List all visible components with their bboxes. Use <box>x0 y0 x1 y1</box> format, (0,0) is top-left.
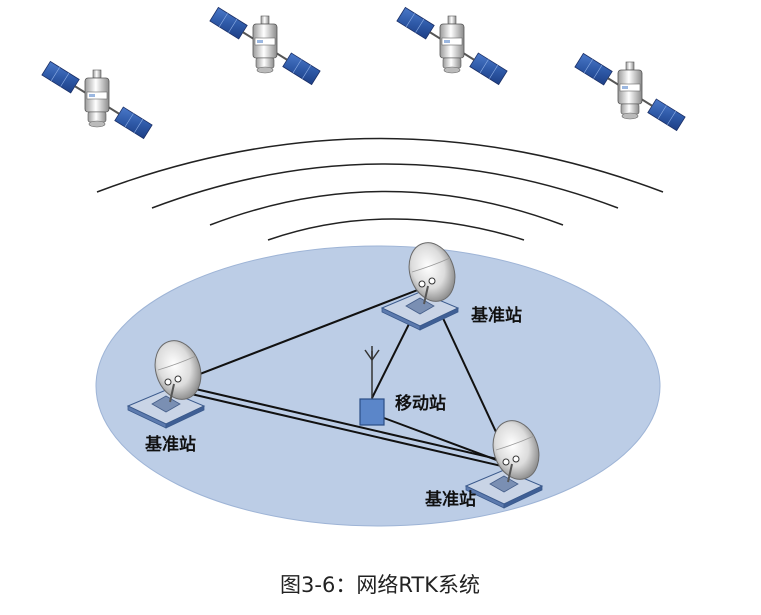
satellite-icon <box>395 6 509 86</box>
signal-arc <box>267 218 525 241</box>
signal-arc <box>96 137 664 193</box>
signal-arc <box>209 190 564 226</box>
label-base-station-top: 基准站 <box>470 305 522 326</box>
signal-arcs <box>96 137 664 241</box>
satellite-icon <box>573 52 687 132</box>
label-base-station-left: 基准站 <box>144 434 196 455</box>
satellite-icon <box>208 6 322 86</box>
label-mobile-station: 移动站 <box>395 393 446 414</box>
link-mobile-bottom <box>383 417 511 466</box>
baseline-left-bottom-2 <box>173 389 511 469</box>
signal-arc <box>151 163 619 209</box>
mobile-station-icon <box>359 346 385 426</box>
baseline-left-top <box>173 285 429 385</box>
label-base-station-bottom: 基准站 <box>424 489 476 510</box>
satellite-icon <box>40 60 154 140</box>
figure-caption: 图3-6：网络RTK系统 <box>280 573 480 597</box>
baseline-left-bottom <box>173 383 511 463</box>
